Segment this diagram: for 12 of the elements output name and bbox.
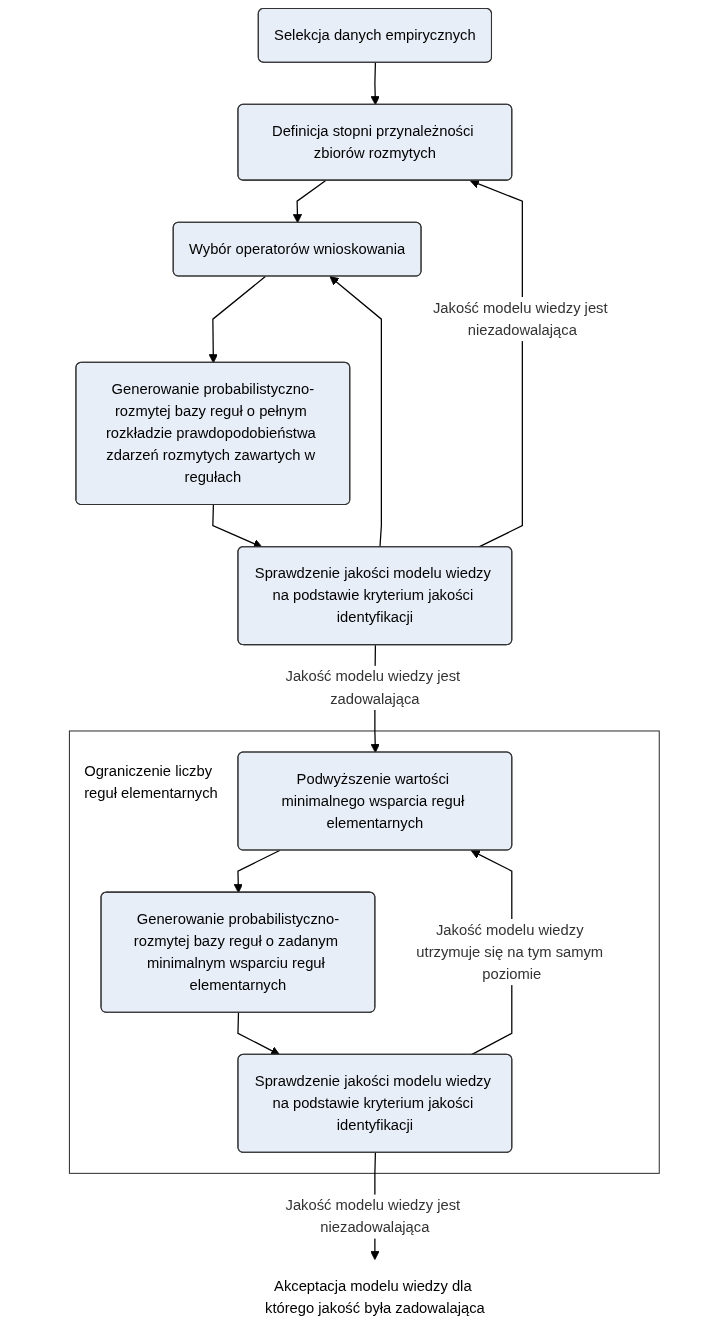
arrow [233,849,280,894]
edge-label: Jakość modelu wiedzy utrzymuje się na tym samym poziomie [415,921,603,983]
arrow [236,1012,280,1056]
arrow [469,179,523,548]
edge-label: Jakość modelu wiedzy jest niezadowalająca [432,299,608,339]
edge-label: Jakość modelu wiedzy jest zadowalająca [285,667,460,707]
arrow [208,275,266,364]
node-text: Akceptacja modelu wiedzy dla którego jakość była zadowalająca [264,1277,485,1317]
edge-label: Jakość modelu wiedzy jest niezadowalająca [285,1196,460,1236]
arrow [292,180,326,224]
arrow [370,62,380,106]
arrow [329,276,382,548]
